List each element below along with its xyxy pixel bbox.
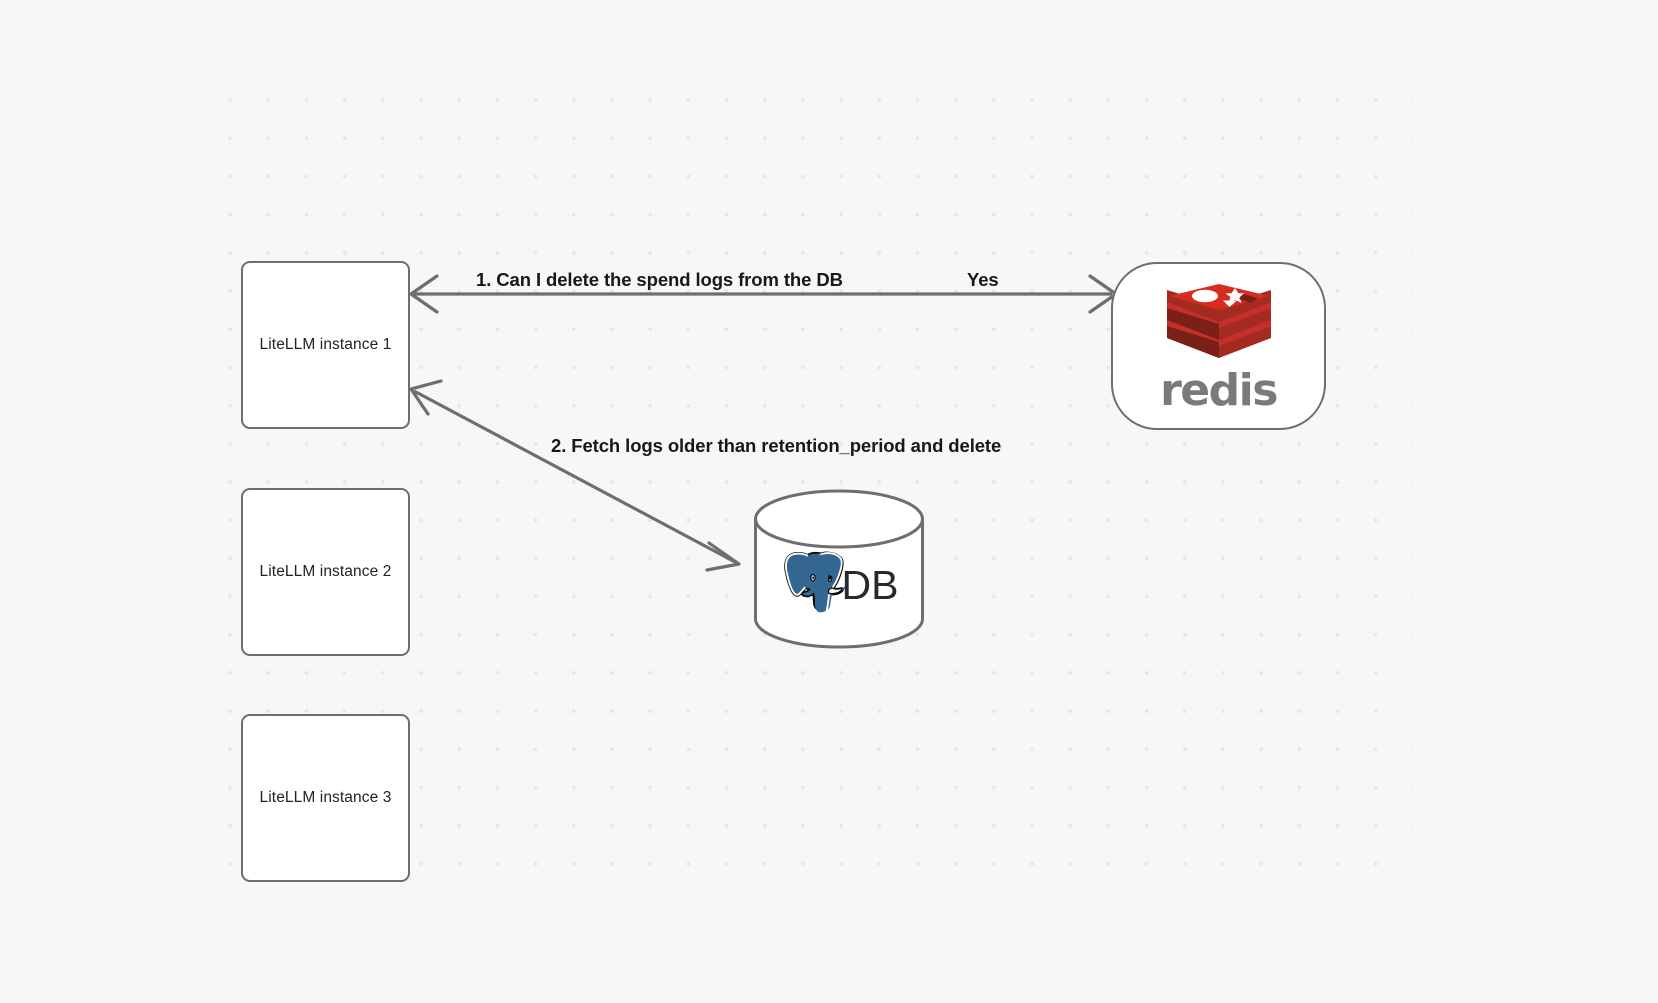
node-litellm-instance-1-label: LiteLLM instance 1 [259,336,392,353]
database-label: DB [841,561,899,608]
arrowhead-upleft [409,379,443,416]
postgresql-elephant-icon [783,551,846,618]
edge-litellm1-to-database [409,379,741,572]
node-redis[interactable]: redis [1111,262,1326,430]
edge-2-label: 2. Fetch logs older than retention_perio… [551,435,1002,456]
redis-wordmark: redis [1160,364,1278,416]
redis-logo: redis [1160,282,1278,416]
database-content: DB [753,489,925,649]
node-litellm-instance-1[interactable]: LiteLLM instance 1 [241,261,410,429]
arrowhead-downright [705,541,741,572]
database-cylinder-shape [754,489,924,649]
node-litellm-instance-3-label: LiteLLM instance 3 [259,789,392,806]
node-database[interactable]: DB [753,489,925,649]
node-litellm-instance-3[interactable]: LiteLLM instance 3 [241,714,410,882]
arrowhead-left [409,274,439,314]
edge-1-answer-label: Yes [967,269,999,290]
node-litellm-instance-2[interactable]: LiteLLM instance 2 [241,488,410,656]
redis-stack-icon [1166,283,1271,358]
node-litellm-instance-2-label: LiteLLM instance 2 [259,563,392,580]
edge-1-label: 1. Can I delete the spend logs from the … [476,269,843,290]
